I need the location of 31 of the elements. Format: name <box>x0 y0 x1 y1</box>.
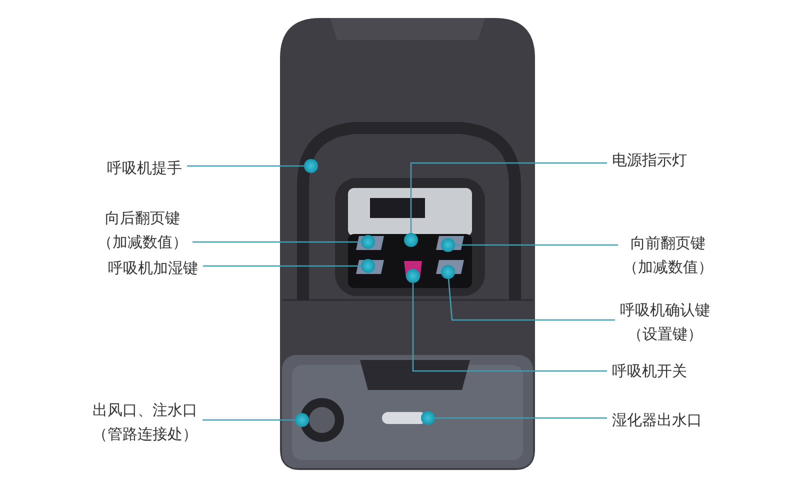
callout-label: 呼吸机提手 <box>107 158 182 179</box>
leader-line <box>202 419 295 421</box>
leader-line <box>448 278 615 321</box>
marker-dot <box>361 259 375 273</box>
marker-dot <box>441 238 455 252</box>
callout-label: 向前翻页键 <box>630 233 706 254</box>
marker-dot <box>406 269 420 283</box>
leader-line <box>412 283 607 372</box>
marker-dot <box>441 265 455 279</box>
marker-dot <box>295 413 309 427</box>
leader-line <box>435 417 607 419</box>
callout-label: 电源指示灯 <box>612 150 687 171</box>
marker-dot <box>304 159 318 173</box>
marker-dot <box>421 411 435 425</box>
callout-label: （加减数值） <box>623 257 713 278</box>
leader-line <box>455 244 618 246</box>
callout-label: 呼吸机加湿键 <box>108 258 198 279</box>
callout-label: 湿化器出水口 <box>612 410 702 431</box>
leader-line <box>410 162 607 233</box>
callout-label: 呼吸机开关 <box>612 361 687 382</box>
callout-label: 向后翻页键 <box>105 208 180 229</box>
callout-label: （管路连接处） <box>92 424 198 445</box>
leader-line <box>192 241 361 243</box>
callout-label: 呼吸机确认键 <box>620 300 710 321</box>
marker-dot <box>404 233 418 247</box>
marker-dot <box>361 235 375 249</box>
leader-line <box>203 265 361 267</box>
callout-label: （加减数值） <box>98 232 188 253</box>
callout-label: （设置键） <box>628 324 702 345</box>
leader-line <box>187 165 304 167</box>
callout-label: 出风口、注水口 <box>92 400 198 421</box>
